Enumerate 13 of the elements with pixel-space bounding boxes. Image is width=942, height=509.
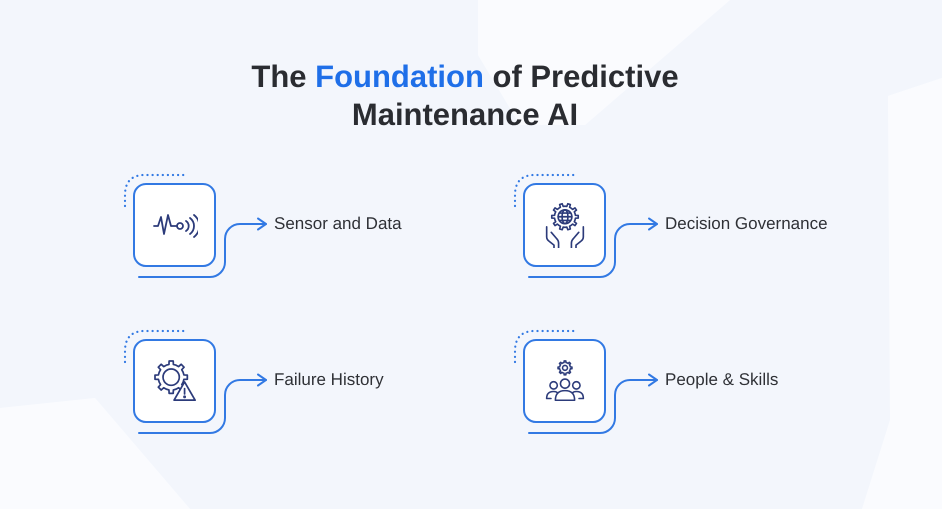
icon-card: [133, 339, 216, 423]
step-label: Decision Governance: [665, 214, 828, 234]
step-label: People & Skills: [665, 370, 778, 390]
step-label: Failure History: [274, 370, 384, 390]
arrow: [528, 374, 658, 434]
icon-card: [133, 183, 216, 267]
icon-card: [523, 339, 606, 423]
step-label: Sensor and Data: [274, 214, 402, 234]
title: The Foundation of Predictive Maintenance AI: [250, 58, 680, 134]
arrow: [528, 218, 658, 278]
arrow: [138, 218, 267, 278]
arrow: [138, 374, 267, 434]
icon-card: [523, 183, 606, 267]
